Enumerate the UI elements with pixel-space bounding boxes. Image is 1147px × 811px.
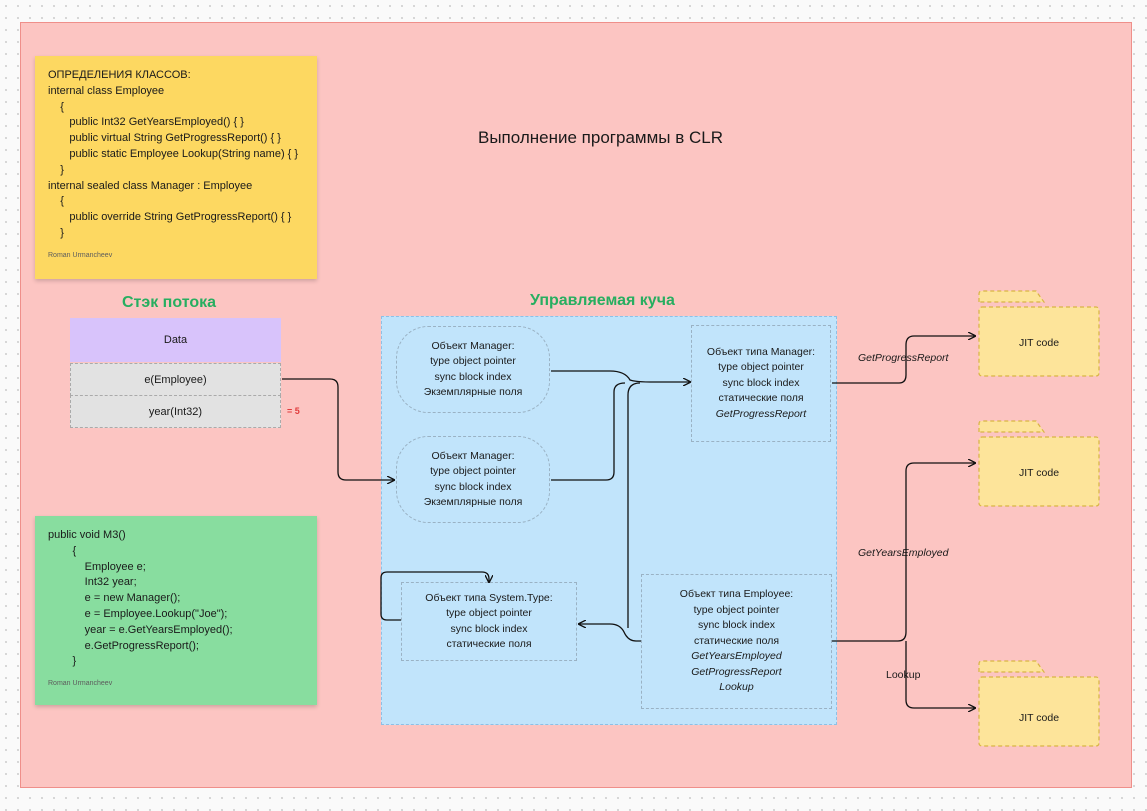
folder-icon (978, 660, 1100, 747)
box-line: статические поля (693, 634, 780, 647)
jit-folder-3[interactable]: JIT code (978, 660, 1100, 747)
code-line: public override String GetProgressReport… (48, 211, 292, 224)
code-line: public void M3() (48, 529, 126, 541)
note-author: Roman Urmancheev (48, 251, 113, 259)
method-slot: GetProgressReport (691, 665, 782, 678)
box-line: Экземплярные поля (423, 386, 523, 398)
arrow-manager1-to-type (551, 370, 690, 382)
box-line: статические поля (718, 392, 804, 405)
method-slot: GetYearsEmployed (691, 650, 782, 663)
box-line: Экземплярные поля (423, 496, 523, 508)
edge-label-years-employed: GetYearsEmployed (858, 547, 949, 559)
manager-object-1[interactable]: Объект Manager: type object pointer sync… (396, 326, 550, 413)
box-line: Объект типа Employee: (679, 588, 794, 601)
arrow-employee-type-ptr (627, 382, 641, 628)
arrow-manager2-to-type (551, 382, 626, 481)
box-line: sync block index (450, 622, 528, 635)
manager-object-2[interactable]: Объект Manager: type object pointer sync… (396, 436, 550, 523)
box-line: sync block index (434, 370, 512, 383)
box-line: type object pointer (430, 355, 516, 367)
diagram-title: Выполнение программы в CLR (478, 128, 723, 147)
class-definitions-note[interactable]: ОПРЕДЕЛЕНИЯ КЛАССОВ: internal class Empl… (35, 56, 317, 279)
managed-heap (381, 316, 837, 725)
stack-cell-year[interactable]: year(Int32) (70, 395, 281, 428)
arrow-jit-years (832, 463, 975, 642)
box-line: Объект типа System.Type: (425, 591, 553, 604)
box-line: type object pointer (718, 361, 804, 374)
box-line: статические поля (446, 638, 532, 650)
manager-type-object[interactable]: Объект типа Manager: type object pointer… (691, 325, 831, 442)
code-line: internal class Employee (48, 84, 165, 97)
code-line: e.GetProgressReport(); (48, 639, 199, 652)
jit-folder-1[interactable]: JIT code (978, 290, 1100, 377)
box-line: type object pointer (446, 607, 532, 619)
code-line: { (48, 195, 64, 208)
code-line: } (48, 163, 64, 176)
code-line: ОПРЕДЕЛЕНИЯ КЛАССОВ: (48, 69, 191, 81)
arrow-systemtype-self (380, 571, 489, 621)
method-note[interactable]: public void M3() { Employee e; Int32 yea… (35, 516, 317, 705)
note-author: Roman Urmancheev (48, 680, 113, 688)
code-line: Int32 year; (48, 576, 137, 589)
box-line: type object pointer (693, 603, 780, 616)
jit-folder-label: JIT code (1018, 337, 1060, 349)
jit-folder-2[interactable]: JIT code (978, 420, 1100, 507)
code-line: { (48, 544, 77, 557)
method-slot: Lookup (719, 681, 754, 694)
box-line: sync block index (697, 619, 776, 632)
stack-cell-e[interactable]: e(Employee) (70, 363, 281, 396)
arrow-jit-lookup (905, 641, 975, 708)
jit-folder-label: JIT code (1018, 712, 1060, 724)
arrow-jit-progress (832, 336, 975, 384)
year-value: = 5 (287, 406, 300, 416)
arrow-employee-to-systemtype (579, 624, 641, 642)
system-type-object[interactable]: Объект типа System.Type: type object poi… (401, 582, 577, 661)
box-line: Объект типа Manager: (706, 345, 816, 358)
code-line: Employee e; (48, 560, 146, 573)
code-line: public static Employee Lookup(String nam… (48, 147, 299, 160)
arrow-stack-to-manager (282, 378, 394, 480)
jit-folder-label: JIT code (1018, 467, 1060, 479)
edge-label-lookup: Lookup (886, 669, 921, 681)
stack-header[interactable]: Data (70, 318, 281, 362)
method-slot: GetProgressReport (715, 407, 807, 420)
box-line: type object pointer (430, 465, 516, 477)
folder-icon (978, 420, 1100, 507)
code-line: internal sealed class Manager : Employee (48, 179, 253, 192)
box-line: sync block index (434, 480, 512, 493)
heap-title: Управляемая куча (530, 292, 675, 309)
code-line: } (48, 655, 77, 668)
box-line: Объект Manager: (431, 339, 515, 352)
code-line: public Int32 GetYearsEmployed() { } (48, 116, 244, 129)
employee-type-object[interactable]: Объект типа Employee: type object pointe… (641, 574, 832, 709)
code-line: e = Employee.Lookup("Joe"); (48, 607, 228, 620)
code-line: e = new Manager(); (48, 592, 181, 605)
code-line: } (48, 226, 64, 239)
folder-icon (978, 290, 1100, 377)
edge-label-progress-report: GetProgressReport (858, 352, 949, 364)
code-line: year = e.GetYearsEmployed(); (48, 623, 233, 636)
stack-title: Стэк потока (122, 294, 217, 311)
code-line: public virtual String GetProgressReport(… (48, 132, 281, 145)
code-line: { (48, 100, 64, 113)
box-line: Объект Manager: (431, 449, 515, 462)
box-line: sync block index (722, 376, 800, 389)
